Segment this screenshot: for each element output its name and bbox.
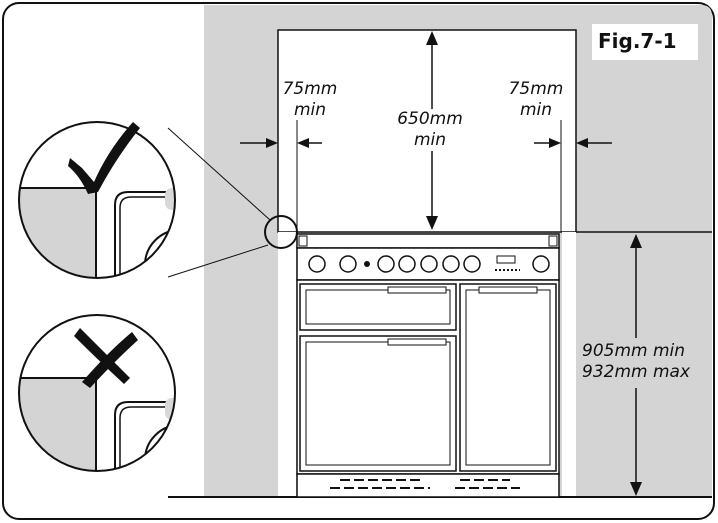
dimension-arrows-right [534, 120, 612, 232]
top-clearance-label: 650mm min [390, 109, 470, 151]
leader-line-bottom [167, 244, 269, 278]
height-label: 905mm min 932mm max [582, 341, 691, 382]
cross-icon [74, 328, 138, 388]
side-clearance-left-label: 75mm min [282, 79, 338, 120]
side-gap-left [278, 232, 296, 497]
dimension-arrows-left [240, 120, 322, 232]
figure-label-box [592, 24, 698, 60]
figure-label: Fig.7-1 [598, 29, 677, 53]
range-cooker [296, 233, 560, 498]
side-clearance-right-label: 75mm min [508, 79, 564, 120]
side-gap-right [562, 232, 576, 497]
leader-line-top [167, 127, 271, 221]
checkmark-icon [68, 122, 140, 194]
